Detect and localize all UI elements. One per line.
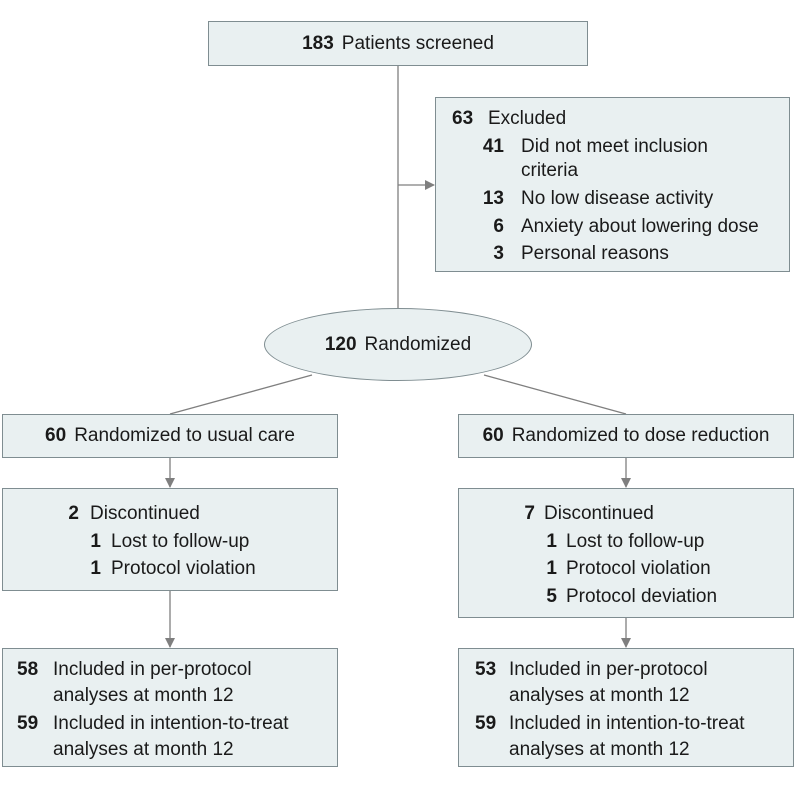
discontinued-reason-count: 1 — [90, 558, 101, 579]
randomized-oval: 120 Randomized — [264, 308, 532, 381]
dose-reduction-analysis-box: 53 Included in per-protocol analyses at … — [458, 648, 794, 767]
usual-care-allocation-label: Randomized to usual care — [74, 425, 295, 446]
excluded-reason-label: Anxiety about lowering dose — [521, 216, 759, 237]
excluded-count: 63 — [452, 108, 474, 129]
usual-care-analysis-box: 58 Included in per-protocol analyses at … — [2, 648, 338, 767]
discontinued-reason-label: Lost to follow-up — [566, 531, 705, 552]
discontinued-reason-label: Protocol deviation — [566, 586, 718, 607]
dose-reduction-allocation-box: 60 Randomized to dose reduction — [458, 414, 794, 458]
analysis-count: 59 — [17, 713, 39, 734]
discontinued-reason-count: 1 — [90, 531, 101, 552]
analysis-count: 58 — [17, 659, 39, 680]
excluded-reason-count: 3 — [493, 243, 504, 264]
analysis-label-cont: analyses at month 12 — [53, 739, 234, 760]
analysis-count: 53 — [475, 659, 497, 680]
excluded-box: 63 Excluded 41 Did not meet inclusion cr… — [435, 97, 790, 272]
discontinued-reason-label: Protocol violation — [111, 558, 256, 579]
dose-reduction-allocation-count: 60 — [482, 425, 504, 446]
excluded-reason-label: No low disease activity — [521, 188, 714, 209]
split-left-line — [169, 374, 313, 415]
dose-reduction-allocation-label: Randomized to dose reduction — [511, 425, 770, 446]
screened-count: 183 — [302, 32, 334, 54]
excluded-reason-count: 41 — [482, 136, 504, 157]
analysis-label: Included in per-protocol — [53, 659, 252, 680]
analysis-label: Included in intention-to-treat — [509, 713, 745, 734]
screened-box: 183 Patients screened — [208, 21, 588, 66]
analysis-label: Included in per-protocol — [509, 659, 708, 680]
usual-care-allocation-count: 60 — [45, 425, 67, 446]
discontinued-reason-count: 1 — [546, 558, 557, 579]
excluded-reason-count: 6 — [493, 216, 504, 237]
screened-label: Patients screened — [341, 32, 494, 54]
usual-care-discontinued-box: 2 Discontinued 1 Lost to follow-up 1 Pro… — [2, 488, 338, 591]
discontinued-reason-count: 5 — [546, 586, 557, 607]
analysis-count: 59 — [475, 713, 497, 734]
excluded-label: Excluded — [488, 108, 567, 129]
discontinued-reason-count: 1 — [546, 531, 557, 552]
discontinued-label: Discontinued — [544, 503, 654, 524]
analysis-label: Included in intention-to-treat — [53, 713, 289, 734]
dose-reduction-discontinued-box: 7 Discontinued 1 Lost to follow-up 1 Pro… — [458, 488, 794, 618]
excluded-reason-count: 13 — [482, 188, 504, 209]
usual-care-allocation-box: 60 Randomized to usual care — [2, 414, 338, 458]
excluded-reason-label: Did not meet inclusion — [521, 136, 708, 157]
randomized-count: 120 — [324, 333, 357, 355]
analysis-label-cont: analyses at month 12 — [53, 685, 234, 706]
analysis-label-cont: analyses at month 12 — [509, 685, 690, 706]
discontinued-label: Discontinued — [90, 503, 200, 524]
excluded-reason-label: Personal reasons — [521, 243, 669, 264]
analysis-label-cont: analyses at month 12 — [509, 739, 690, 760]
excluded-reason-label-cont: criteria — [521, 160, 579, 181]
discontinued-count: 2 — [68, 503, 79, 524]
discontinued-reason-label: Protocol violation — [566, 558, 711, 579]
discontinued-count: 7 — [524, 503, 535, 524]
split-right-line — [483, 374, 627, 415]
randomized-label: Randomized — [364, 333, 472, 355]
discontinued-reason-label: Lost to follow-up — [111, 531, 250, 552]
